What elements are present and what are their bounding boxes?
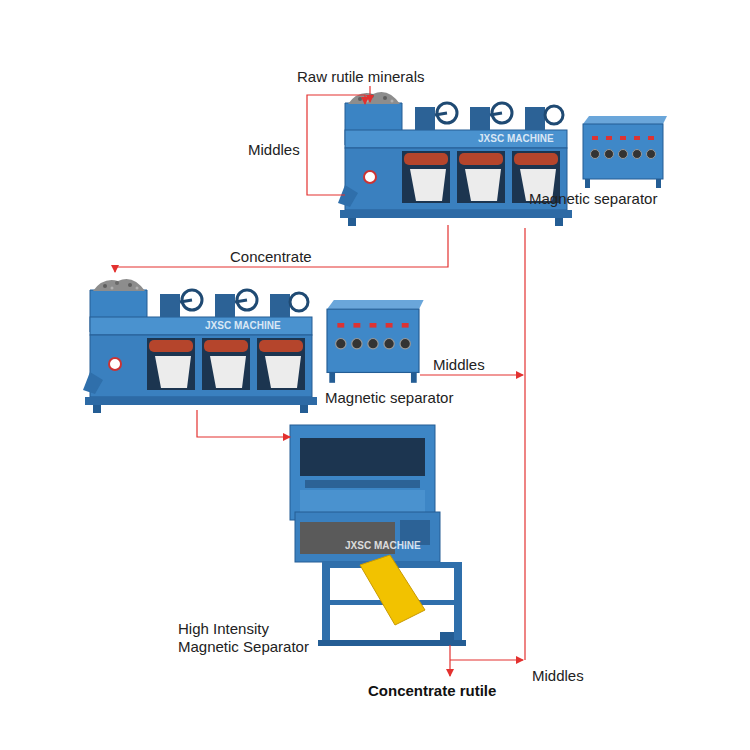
flow-connector bbox=[115, 225, 448, 272]
watermark: JXSC MACHINE bbox=[205, 320, 281, 332]
middles-loop bbox=[307, 95, 365, 195]
control-cabinet bbox=[583, 116, 667, 188]
middles-arrow bbox=[420, 374, 523, 375]
machine-node: High Intensity Magnetic Separator bbox=[290, 420, 465, 648]
machine-node: Magnetic separator bbox=[340, 85, 570, 225]
middles-arrow bbox=[450, 659, 523, 660]
watermark: JXSC MACHINE bbox=[345, 540, 421, 552]
flow-lines bbox=[307, 86, 525, 676]
middles-collector bbox=[524, 228, 525, 660]
machine-label: High Intensity Magnetic Separator bbox=[178, 620, 318, 656]
flow-label: Raw rutile minerals bbox=[297, 68, 425, 86]
flow-label: Middles bbox=[248, 141, 300, 159]
feed-arrow bbox=[369, 86, 370, 102]
flow-label: Middles bbox=[532, 667, 584, 685]
machine-label: Magnetic separator bbox=[325, 389, 453, 407]
flow-label: Concentrate rutile bbox=[368, 682, 496, 700]
machine-node: Magnetic separator bbox=[85, 272, 420, 410]
connector-label: Concentrate bbox=[228, 248, 314, 266]
flow-label: Middles bbox=[433, 356, 485, 374]
flow-connector bbox=[197, 410, 290, 437]
machine-label: Magnetic separator bbox=[529, 190, 657, 208]
watermark: JXSC MACHINE bbox=[478, 133, 554, 145]
high-intensity-separator-drawing bbox=[290, 425, 466, 646]
magnetic-separator-drawing bbox=[83, 279, 317, 413]
control-cabinet bbox=[327, 300, 424, 383]
